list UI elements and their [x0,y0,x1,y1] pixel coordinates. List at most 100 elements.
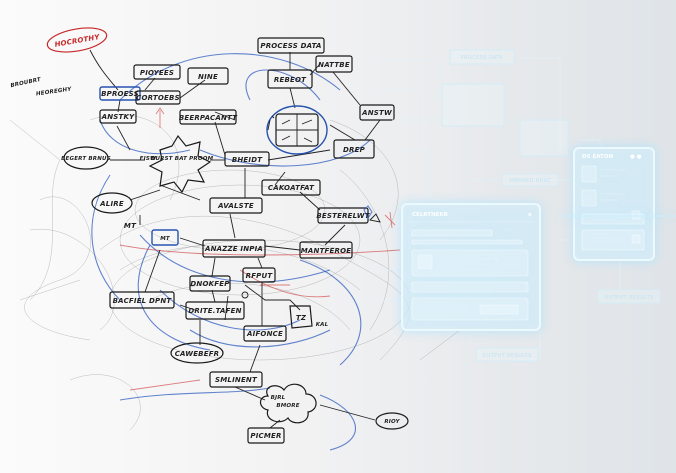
svg-text:REBEOT: REBEOT [274,76,307,84]
panel-main-list [411,249,529,277]
digital-node-process-data: PROCESS DATA [449,49,515,65]
red-strokes [119,107,401,391]
node-bheidt: BHEIDT [224,151,270,167]
svg-text:MT: MT [160,236,171,242]
node-rioy: RIOY [375,412,409,430]
svg-text:RFPUT: RFPUT [246,272,274,280]
svg-text:SMLINENT: SMLINENT [215,376,258,384]
node-picmer: PICMER [247,427,285,444]
svg-text:MANTFEROE: MANTFEROE [301,247,352,255]
svg-text:DNOKFEP: DNOKFEP [190,280,230,288]
svg-text:PROCESS DATA: PROCESS DATA [461,55,504,61]
label-mt: MT [124,222,137,230]
panel-main-row-2 [411,239,523,245]
digital-card-faint-2 [519,119,569,157]
svg-text:BHEIDT: BHEIDT [232,156,263,164]
node-drep: DREP [333,139,375,159]
node-bmore-cloud: BMORE BJRL [259,383,317,424]
svg-text:BEERPACANTT: BEERPACANTT [179,114,238,122]
panel-secondary-side-button-1[interactable] [631,210,641,220]
node-rfput: RFPUT [242,267,276,283]
panel-main-row-1 [411,229,493,237]
svg-text:NMHAED RHAT: NMHAED RHAT [509,178,551,184]
node-begert-brnus: BEGERT BRNUS [61,146,111,170]
node-smlinent: SMLINENT [209,371,263,388]
digital-card-faint-1 [441,83,505,127]
svg-text:CAWEBEFR: CAWEBEFR [175,350,220,358]
digital-flow: PROCESS DATA NMHAED RHAT OUTPUT RESULTS … [380,49,661,362]
central-control-widget [266,105,328,155]
svg-text:OUTPUT RESULTS: OUTPUT RESULTS [482,353,531,359]
svg-text:DURST BAT PROOM: DURST BAT PROOM [151,156,214,162]
panel-secondary-footer [581,229,645,251]
node-alire: ALIRE [91,192,133,214]
svg-text:BJRL: BJRL [271,395,286,401]
node-durst-bat-proom: DURST BAT PROOM [148,134,214,194]
svg-text:NATTBE: NATTBE [318,61,350,69]
node-dnokfep: DNOKFEP [189,275,231,292]
node-nine: NINE [187,67,229,85]
svg-text:PROCESS DATA: PROCESS DATA [260,42,321,50]
node-tz: TZ [289,305,313,329]
panel-main-thumb-icon [417,254,433,270]
handwritten-label-1: BROUBRT [10,77,42,90]
sketch-icon-cluster [241,115,381,299]
svg-text:RIOY: RIOY [384,419,400,425]
svg-text:BACFIEL DPNT: BACFIEL DPNT [113,297,173,305]
svg-text:NINE: NINE [198,73,218,81]
hologram-panel-main[interactable]: CELRTNEKR x [401,203,541,331]
node-cawebefr: CAWEBEFR [170,342,224,364]
svg-text:CAKOATFAT: CAKOATFAT [268,184,315,192]
node-mt-blue: MT [151,229,179,246]
label-fisw: FISW [140,156,157,162]
handwritten-label-2: HEOREGHY [36,86,73,97]
node-anazze-inpia: ANAZZE INPIA [202,239,266,258]
svg-text:BESTERELWT: BESTERELWT [316,212,370,220]
panel-secondary-side-button-2[interactable] [631,234,641,244]
panel-secondary-card-icon-2 [581,189,597,207]
svg-text:ANSTW: ANSTW [361,109,392,117]
panel-secondary-card-icon-1 [581,165,597,183]
digital-node-output-results-bottom: OUTPUT RESULTS [475,347,539,362]
node-avalste: AVALSTE [209,197,263,214]
svg-text:PIOYEES: PIOYEES [140,69,174,77]
hologram-panel-secondary[interactable]: DS EATON ● ● [573,147,655,261]
node-anstky: ANSTKY [99,109,137,124]
panel-main-field[interactable] [411,281,529,293]
svg-text:TZ: TZ [296,314,307,322]
node-bproess: BPROESS [99,86,141,101]
node-anstw: ANSTW [359,104,395,121]
svg-text:PICMER: PICMER [250,432,281,440]
heading-hocrothy: HOCROTHY [46,27,108,53]
svg-text:DRITE.TAFEN: DRITE.TAFEN [188,307,241,315]
panel-main-close-icon[interactable]: x [528,212,532,218]
node-process-data: PROCESS DATA [257,37,325,54]
svg-text:OUTPUT RESULTS: OUTPUT RESULTS [604,295,653,301]
node-pioyees: PIOYEES [133,64,181,80]
arrow-hocrothy [89,49,119,91]
digital-node-nmhaed-rhat: NMHAED RHAT [501,173,559,187]
panel-main-action-button[interactable] [479,304,519,315]
label-kal: KAL [316,322,329,328]
svg-text:DREP: DREP [343,146,366,154]
node-besterelwt: BESTERELWT [316,207,370,224]
svg-text:BMORE: BMORE [276,403,299,409]
svg-text:AVALSTE: AVALSTE [217,202,254,210]
node-beerpacantt: BEERPACANTT [179,109,238,125]
svg-text:AIFONCE: AIFONCE [246,330,283,338]
node-nattbe: NATTBE [315,55,353,73]
panel-secondary-controls[interactable]: ● ● [630,154,642,160]
node-rebeot: REBEOT [267,69,313,89]
blue-arcs [91,53,371,451]
digital-node-output-results-right: OUTPUT RESULTS [597,289,661,304]
svg-text:ALIRE: ALIRE [99,200,124,208]
svg-text:BEGERT BRNUS: BEGERT BRNUS [61,156,111,162]
svg-text:BPROESS: BPROESS [101,90,139,98]
node-aifonce: AIFONCE [243,325,287,342]
panel-secondary-title: DS EATON [582,154,613,160]
node-mantferoe: MANTFEROE [299,241,353,259]
svg-text:ANSTKY: ANSTKY [101,113,136,121]
node-cakoatfat: CAKOATFAT [261,179,321,196]
panel-main-title: CELRTNEKR [412,212,449,218]
